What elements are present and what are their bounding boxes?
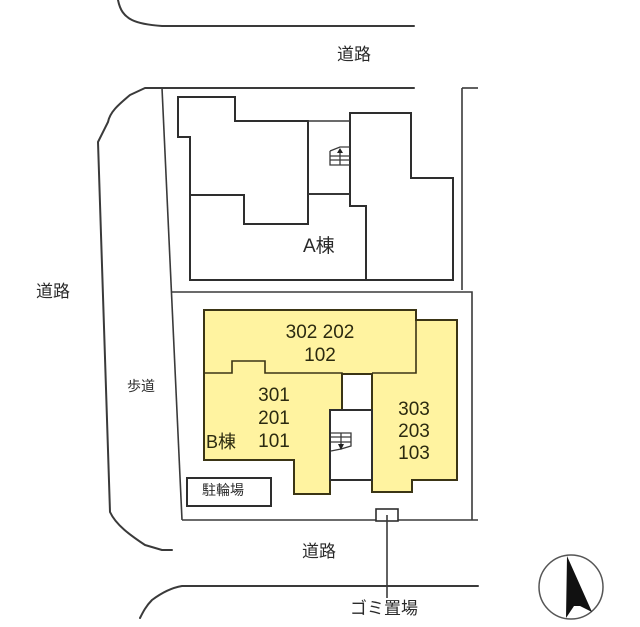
unit-103: 103 xyxy=(398,443,430,464)
road-label-top: 道路 xyxy=(337,45,371,65)
building-a xyxy=(177,96,454,281)
sidewalk-label: 歩道 xyxy=(127,379,155,395)
sidewalk-line xyxy=(161,87,183,521)
units-top-row2: 102 xyxy=(304,345,336,366)
road-label-left: 道路 xyxy=(36,282,70,302)
units-top-row1: 302 202 xyxy=(285,322,355,343)
stairs-icon xyxy=(329,146,350,166)
bicycle-parking-box xyxy=(186,477,272,507)
stairs-icon xyxy=(330,432,352,452)
garbage-label: ゴミ置場 xyxy=(350,599,418,619)
unit-201: 201 xyxy=(258,408,290,429)
road-edge-left xyxy=(97,87,415,551)
building-b xyxy=(203,309,458,495)
unit-303: 303 xyxy=(398,399,430,420)
building-b-label: B棟 xyxy=(206,432,237,452)
site-b-boundary xyxy=(172,291,473,520)
unit-203: 203 xyxy=(398,421,430,442)
road-edge-top xyxy=(117,0,415,27)
bicycle-parking-label: 駐輪場 xyxy=(202,483,244,499)
unit-101: 101 xyxy=(258,431,290,452)
north-arrow-icon xyxy=(538,554,604,620)
unit-301: 301 xyxy=(258,385,290,406)
building-a-label: A棟 xyxy=(303,236,335,257)
road-label-bottom: 道路 xyxy=(302,542,336,562)
road-edge-bottom xyxy=(139,585,479,619)
